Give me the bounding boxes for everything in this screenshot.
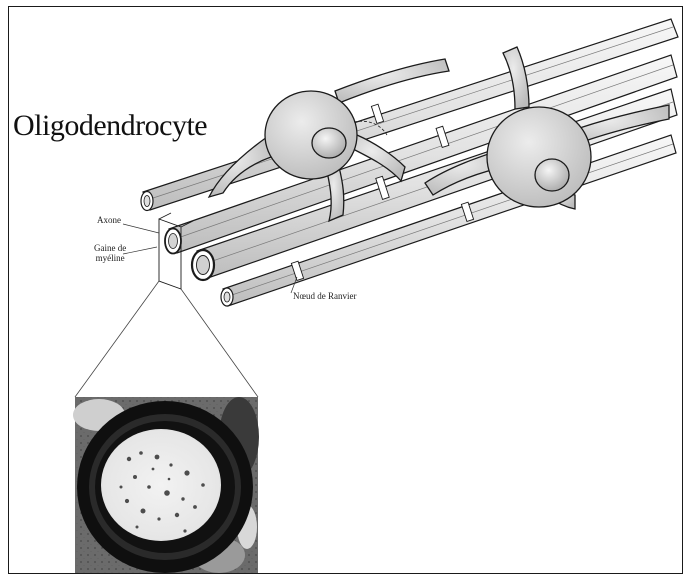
myelinated-axons [141,19,678,306]
nucleus [535,159,569,191]
figure-frame: Oligodendrocyte Axone Gaine de myéline N… [8,6,683,574]
micrograph [73,397,259,574]
figure-title: Oligodendrocyte [13,109,207,143]
label-myelin-line2: myéline [96,253,125,263]
label-myelin-line1: Gaine de [94,243,126,253]
label-myelin-sheath: Gaine de myéline [94,243,126,263]
label-axone: Axone [97,215,121,225]
cell-body [487,107,591,207]
nucleus [312,128,346,158]
label-node-of-ranvier: Nœud de Ranvier [293,291,356,301]
cell-process [335,59,449,103]
